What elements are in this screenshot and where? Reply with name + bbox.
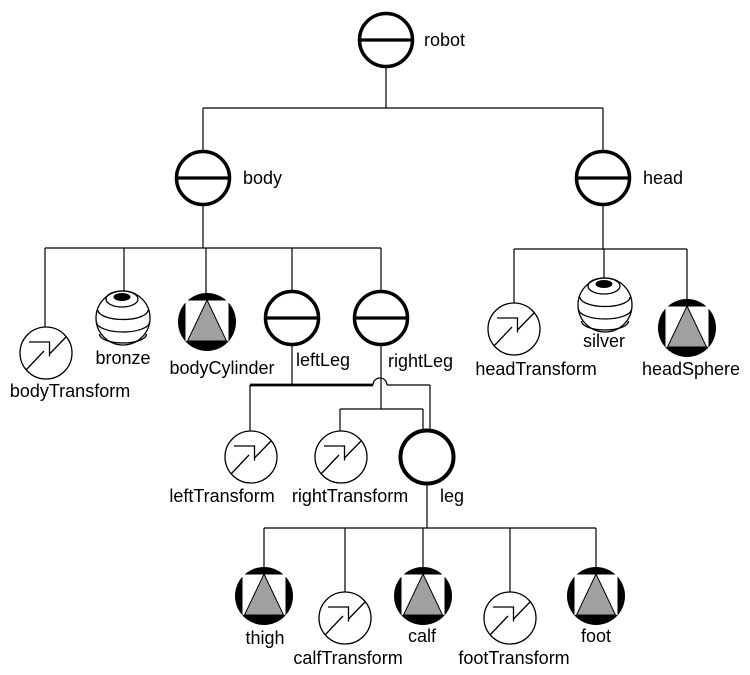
node-label-leftLeg: leftLeg <box>296 350 350 370</box>
node-label-rightLeg: rightLeg <box>388 351 453 371</box>
node-rightTransform: rightTransform <box>292 430 408 506</box>
node-label-rightTransform: rightTransform <box>292 486 408 506</box>
node-body: body <box>174 149 282 207</box>
edges-rightleg-children <box>339 346 424 433</box>
node-headSphere: headSphere <box>642 298 740 379</box>
node-bodyCylinder: bodyCylinder <box>169 292 275 378</box>
group-node-icon <box>574 149 632 207</box>
node-label-head: head <box>643 168 683 188</box>
edges-leg-children <box>263 484 597 593</box>
edges-body-children <box>44 206 382 327</box>
node-bronze: bronze <box>95 290 151 368</box>
shape-geometry-icon <box>657 298 717 358</box>
shared-group-node-icon <box>398 428 456 486</box>
group-node-icon <box>263 289 321 347</box>
transform-node-icon <box>483 591 537 645</box>
edges-leftleg-children <box>249 346 431 433</box>
shape-geometry-icon <box>177 292 237 352</box>
transform-node-icon <box>487 302 541 356</box>
material-sphere-icon <box>95 290 151 346</box>
node-label-calfTransform: calfTransform <box>293 648 402 668</box>
node-leg: leg <box>398 428 464 506</box>
edge-crossover-hop <box>372 377 388 386</box>
node-label-foot: foot <box>581 626 611 646</box>
node-headTransform: headTransform <box>475 302 597 379</box>
node-calf: calf <box>393 566 453 646</box>
group-node-icon <box>352 289 410 347</box>
node-label-silver: silver <box>583 331 625 351</box>
shape-geometry-icon <box>566 566 626 626</box>
node-foot: foot <box>566 566 626 646</box>
node-head: head <box>574 149 683 207</box>
group-node-icon <box>357 11 415 69</box>
node-footTransform: footTransform <box>458 591 570 668</box>
transform-node-icon <box>314 430 368 484</box>
node-robot: robot <box>357 11 465 69</box>
shape-geometry-icon <box>234 566 294 626</box>
node-label-bodyCylinder: bodyCylinder <box>169 358 274 378</box>
node-bodyTransform: bodyTransform <box>10 326 130 401</box>
node-label-leg: leg <box>440 486 464 506</box>
node-label-bodyTransform: bodyTransform <box>10 381 130 401</box>
node-leftLeg: leftLeg <box>263 289 350 370</box>
node-silver: silver <box>577 277 633 351</box>
node-calfTransform: calfTransform <box>293 591 403 668</box>
node-label-footTransform: footTransform <box>458 648 569 668</box>
transform-node-icon <box>224 430 278 484</box>
edges-head-children <box>513 206 688 304</box>
node-label-body: body <box>243 168 282 188</box>
node-label-headSphere: headSphere <box>642 359 740 379</box>
node-label-calf: calf <box>408 626 437 646</box>
material-sphere-icon <box>577 277 633 333</box>
shape-geometry-icon <box>393 566 453 626</box>
node-label-robot: robot <box>424 30 465 50</box>
transform-node-icon <box>318 591 372 645</box>
edges-robot-children <box>202 68 604 151</box>
node-thigh: thigh <box>234 566 294 648</box>
node-rightLeg: rightLeg <box>352 289 453 371</box>
node-label-bronze: bronze <box>95 348 150 368</box>
node-label-headTransform: headTransform <box>475 359 596 379</box>
node-label-thigh: thigh <box>245 628 284 648</box>
node-leftTransform: leftTransform <box>169 430 278 506</box>
group-node-icon <box>174 149 232 207</box>
node-label-leftTransform: leftTransform <box>169 486 274 506</box>
transform-node-icon <box>19 326 73 380</box>
